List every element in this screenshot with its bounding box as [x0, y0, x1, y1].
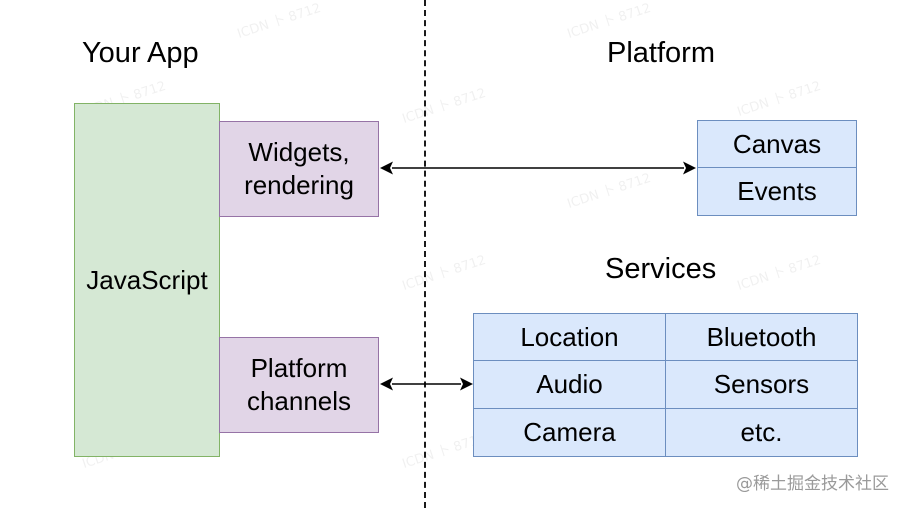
your-app-heading: Your App [82, 37, 199, 69]
javascript-box: JavaScript [74, 103, 220, 457]
platform-canvas-events-box: Canvas Events [697, 120, 857, 216]
platform-channels-box: Platform channels [219, 337, 379, 433]
canvas-cell: Canvas [698, 121, 856, 168]
app-platform-divider [424, 0, 426, 508]
widgets-label: Widgets, [248, 137, 350, 167]
platform-label: Platform [250, 353, 348, 383]
events-cell: Events [737, 176, 817, 206]
services-grid: Location Bluetooth Audio Sensors Camera … [473, 313, 858, 457]
audio-cell: Audio [474, 361, 666, 409]
camera-cell: Camera [474, 408, 666, 456]
platform-heading: Platform [607, 37, 715, 69]
javascript-label: JavaScript [86, 264, 208, 295]
bluetooth-cell: Bluetooth [666, 314, 857, 362]
widgets-rendering-box: Widgets, rendering [219, 121, 379, 217]
services-heading: Services [605, 253, 717, 285]
site-watermark: @稀土掘金技术社区 [736, 474, 889, 494]
channels-label: channels [246, 386, 352, 416]
widgets-canvas-arrow [380, 161, 696, 175]
channels-services-arrow [380, 377, 473, 391]
sensors-cell: Sensors [666, 361, 857, 409]
etc-cell: etc. [740, 416, 783, 447]
location-cell: Location [474, 314, 666, 362]
rendering-label: rendering [244, 170, 354, 200]
